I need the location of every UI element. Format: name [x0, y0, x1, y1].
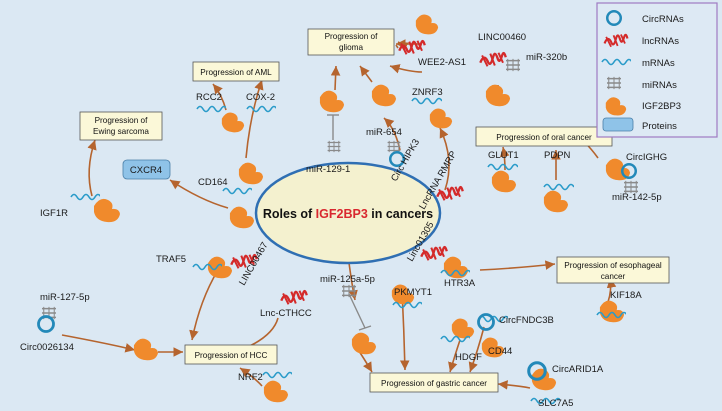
ewing-label-line2: Ewing sarcoma — [93, 127, 149, 136]
mirna-icon — [386, 140, 402, 153]
outcome-glioma: Progression of glioma — [307, 28, 395, 56]
aml-label: Progression of AML — [200, 68, 272, 77]
label-pdpn: PDPN — [544, 150, 571, 161]
mrna-icon — [222, 187, 252, 195]
mrna-icon — [487, 163, 518, 171]
label-pkmyt1: PKMYT1 — [394, 287, 432, 298]
protein-cxcr4: CXCR4 — [122, 159, 171, 180]
label-wee2-as1: WEE2-AS1 — [418, 57, 466, 68]
label-igf1r: IGF1R — [40, 208, 68, 219]
mirna-icon — [341, 284, 357, 298]
label-glut1: GLUT1 — [488, 150, 519, 161]
legend-label-lncrnas: lncRNAs — [642, 36, 679, 47]
igf2bp3-icon — [485, 84, 511, 107]
igf2bp3-icon — [229, 206, 255, 229]
oral-label: Progression of oral cancer — [496, 133, 592, 142]
igf2bp3-icon — [491, 170, 517, 193]
igf2bp3-icon — [238, 162, 264, 185]
outcome-hcc: Progression of HCC — [184, 344, 278, 365]
igf2bp3-icon — [599, 300, 625, 323]
outcome-aml: Progression of AML — [192, 61, 280, 82]
igf2bp3-icon — [543, 190, 569, 213]
label-mir-127-5p: miR-127-5p — [40, 292, 90, 303]
label-kif18a: KIF18A — [610, 290, 642, 301]
mrna-icon — [262, 371, 292, 379]
lnc-rna-icon — [280, 289, 308, 306]
mrna-icon — [70, 193, 100, 201]
label-mir-129-1: miR-129-1 — [306, 164, 350, 175]
label-slc7a5: SLC7A5 — [538, 398, 573, 409]
mrna-icon — [440, 335, 470, 343]
outcome-ewing: Progression of Ewing sarcoma — [79, 111, 163, 141]
igf2bp3-icon — [319, 90, 345, 113]
igf2bp3-icon — [263, 380, 289, 403]
label-circ0026134: Circ0026134 — [20, 342, 74, 353]
label-mir-320b: miR-320b — [526, 52, 567, 63]
igf2bp3-icon — [429, 108, 453, 129]
label-mir-125a-5p: miR-125a-5p — [320, 274, 375, 285]
lnc-rna-icon — [398, 39, 426, 56]
igf2bp3-icon — [415, 14, 439, 35]
glioma-label-line2: glioma — [339, 43, 364, 52]
label-cox-2: COX-2 — [246, 92, 275, 103]
label-lnc-cthcc: Lnc-CTHCC — [260, 308, 312, 319]
mrna-icon — [543, 183, 574, 191]
center-node: Roles of IGF2BP3 in cancers — [254, 161, 442, 265]
label-mir-142-5p: miR-142-5p — [612, 192, 662, 203]
igf2bp3-icon — [351, 332, 377, 355]
circ-rna-icon — [37, 315, 55, 333]
igf2bp3-icon — [94, 198, 120, 223]
center-title: Roles of IGF2BP3 in cancers — [263, 207, 433, 221]
legend-label-mirnas: miRNAs — [642, 80, 677, 91]
legend-label-circrnas: CircRNAs — [642, 14, 684, 25]
label-znrf3: ZNRF3 — [412, 87, 443, 98]
mirna-icon — [505, 58, 521, 72]
legend-label-igf2bp3: IGF2BP3 — [642, 101, 681, 112]
igf2bp3-icon — [451, 318, 475, 339]
outcome-oral: Progression of oral cancer — [475, 126, 613, 147]
mrna-icon — [246, 105, 276, 113]
label-mir-654: miR-654 — [366, 127, 402, 138]
esophageal-label-line1: Progression of esophageal — [564, 261, 662, 270]
label-nrf2: NRF2 — [238, 372, 263, 383]
label-circfndc3b: CircFNDC3B — [499, 315, 554, 326]
lnc-rna-icon — [478, 51, 508, 68]
cxcr4-label: CXCR4 — [130, 165, 162, 176]
igf2bp3-icon — [133, 338, 159, 361]
label-cd44: CD44 — [488, 346, 512, 357]
label-circighg: CircIGHG — [626, 152, 667, 163]
legend-mirna-icon — [606, 76, 622, 90]
mrna-icon — [196, 105, 226, 113]
label-circarid1a: CircARID1A — [552, 364, 604, 375]
lnc-rna-icon — [436, 185, 464, 202]
esophageal-label-line2: cancer — [601, 272, 626, 281]
igf2bp3-icon — [371, 84, 397, 107]
legend: CircRNAs lncRNAs mRNAs miRNAs IGF2BP3 Pr… — [596, 2, 718, 138]
outcome-esophageal: Progression of esophageal cancer — [556, 256, 670, 284]
legend-label-proteins: Proteins — [642, 121, 677, 132]
mirna-icon — [326, 140, 342, 153]
igf2bp3-icon — [221, 112, 245, 133]
label-htr3a: HTR3A — [444, 278, 476, 289]
label-cd164: CD164 — [198, 177, 228, 188]
legend-protein-icon — [602, 117, 634, 132]
inhibition-lines — [327, 114, 372, 331]
glioma-label-line1: Progression of — [325, 32, 379, 41]
mrna-icon — [392, 301, 422, 309]
legend-label-mrnas: mRNAs — [642, 58, 675, 69]
outcome-gastric: Progression of gastric cancer — [369, 372, 499, 393]
circ-rna-icon — [477, 313, 495, 331]
ewing-label-line1: Progression of — [95, 116, 149, 125]
label-linc00460: LINC00460 — [478, 32, 526, 43]
mrna-icon — [411, 97, 442, 105]
lnc-rna-icon — [420, 245, 448, 262]
label-traf5: TRAF5 — [156, 254, 186, 265]
hcc-label: Progression of HCC — [195, 351, 268, 360]
label-rcc2: RCC2 — [196, 92, 222, 103]
gastric-label: Progression of gastric cancer — [381, 379, 487, 388]
label-hdgf: HDGF — [455, 352, 482, 363]
